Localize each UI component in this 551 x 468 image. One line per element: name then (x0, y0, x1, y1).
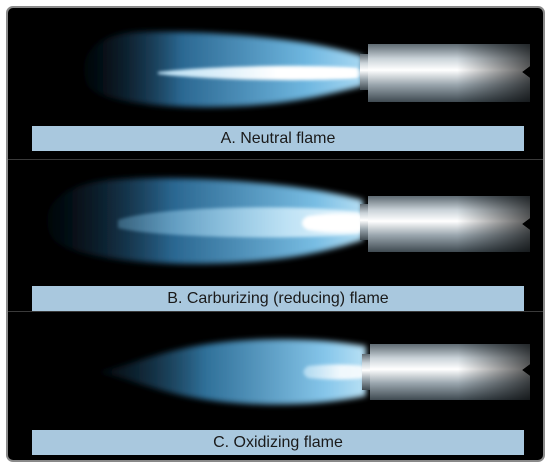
diagram-frame: A. Neutral flame B. Carburizing (reducin… (6, 6, 545, 462)
torch-tip-c (362, 344, 530, 400)
oxidizing-flame-illustration (98, 339, 530, 405)
oxidizing-flame-label-text: C. Oxidizing flame (213, 433, 343, 451)
neutral-flame-label-text: A. Neutral flame (220, 129, 336, 147)
carburizing-acetylene-feather (118, 207, 360, 238)
carburizing-flame-illustration (46, 178, 530, 264)
torch-tip-a (360, 44, 530, 102)
carburizing-flame-label-text: B. Carburizing (reducing) flame (167, 289, 389, 307)
panel-oxidizing-flame: C. Oxidizing flame (8, 312, 543, 460)
carburizing-flame-label: B. Carburizing (reducing) flame (32, 286, 524, 311)
panel-neutral-flame: A. Neutral flame (8, 8, 543, 158)
oxidizing-flame-label: C. Oxidizing flame (32, 430, 524, 455)
oxidizing-flame-envelope (98, 339, 366, 405)
neutral-hot-core (324, 67, 368, 79)
torch-tip-b (360, 196, 530, 252)
carburizing-inner-cone (302, 213, 362, 233)
divider-1 (8, 159, 543, 160)
oxidizing-inner-cone (303, 364, 364, 380)
divider-2 (8, 311, 543, 312)
panel-carburizing-flame: B. Carburizing (reducing) flame (8, 160, 543, 311)
neutral-flame-illustration (83, 31, 530, 108)
neutral-flame-label: A. Neutral flame (32, 126, 524, 151)
neutral-inner-cone (158, 65, 358, 81)
